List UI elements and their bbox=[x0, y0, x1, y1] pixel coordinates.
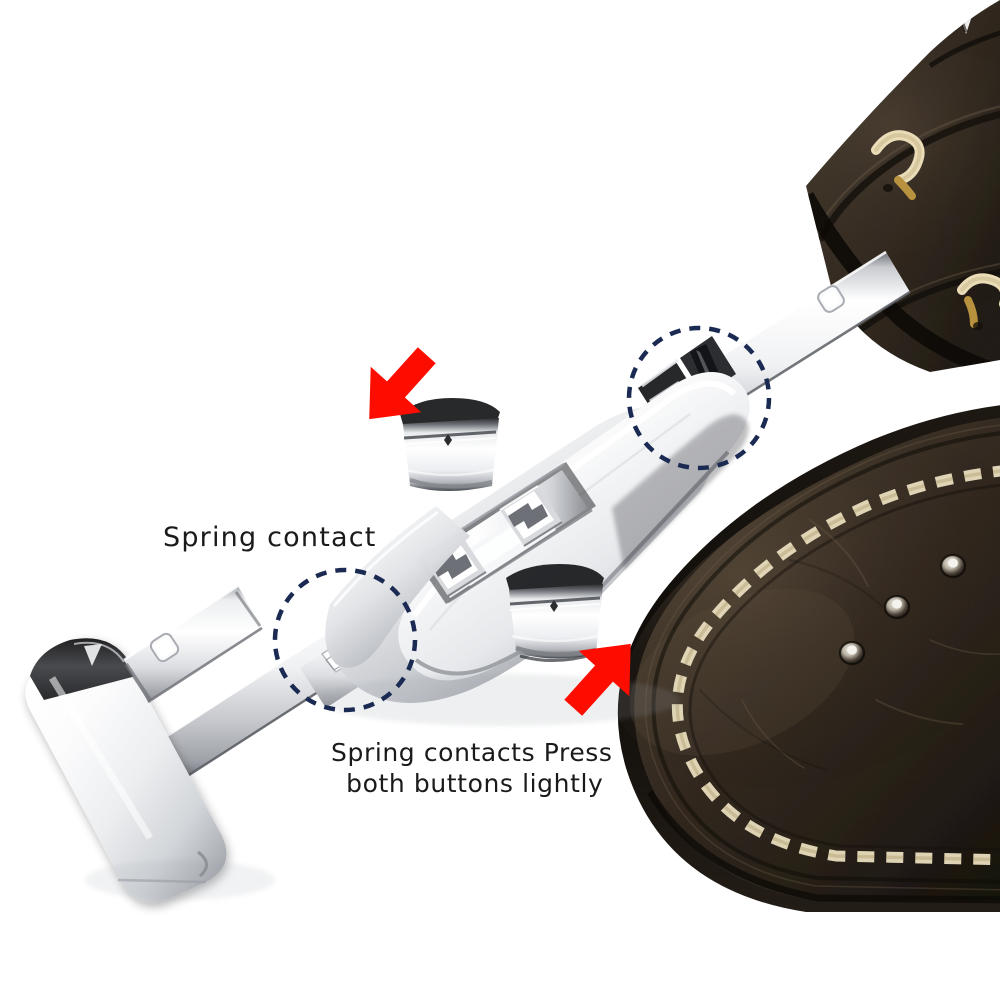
clasp-folded-end bbox=[25, 638, 227, 903]
upper-leather-stitch-threads bbox=[871, 130, 1000, 328]
spring-clip-right bbox=[499, 485, 563, 547]
circle-lower-spring-contact bbox=[272, 567, 418, 713]
release-button-top[interactable] bbox=[400, 398, 500, 491]
release-button-bottom-body bbox=[509, 584, 603, 659]
circle-upper-spring-contact bbox=[626, 325, 772, 471]
clasp-center-body bbox=[85, 372, 750, 900]
lower-leather-holes bbox=[838, 553, 967, 666]
label-press-line2: both buttons lightly bbox=[346, 768, 604, 798]
label-spring-contact: Spring contact bbox=[163, 522, 377, 553]
spring-mechanism-window bbox=[416, 462, 596, 604]
arrow-top-button bbox=[369, 347, 436, 420]
lower-leather-stitching bbox=[671, 464, 1000, 866]
clasp-link-bar bbox=[124, 586, 262, 702]
red-arrows bbox=[369, 347, 631, 716]
label-press-line1: Spring contacts Press bbox=[331, 738, 613, 767]
clasp-left-wing bbox=[325, 506, 470, 668]
clasp-top-arm bbox=[398, 372, 750, 681]
release-button-bottom-cap bbox=[506, 564, 604, 592]
highlight-circles bbox=[272, 325, 772, 713]
arrow-bottom-button bbox=[564, 643, 631, 716]
release-button-bottom[interactable] bbox=[506, 564, 604, 663]
